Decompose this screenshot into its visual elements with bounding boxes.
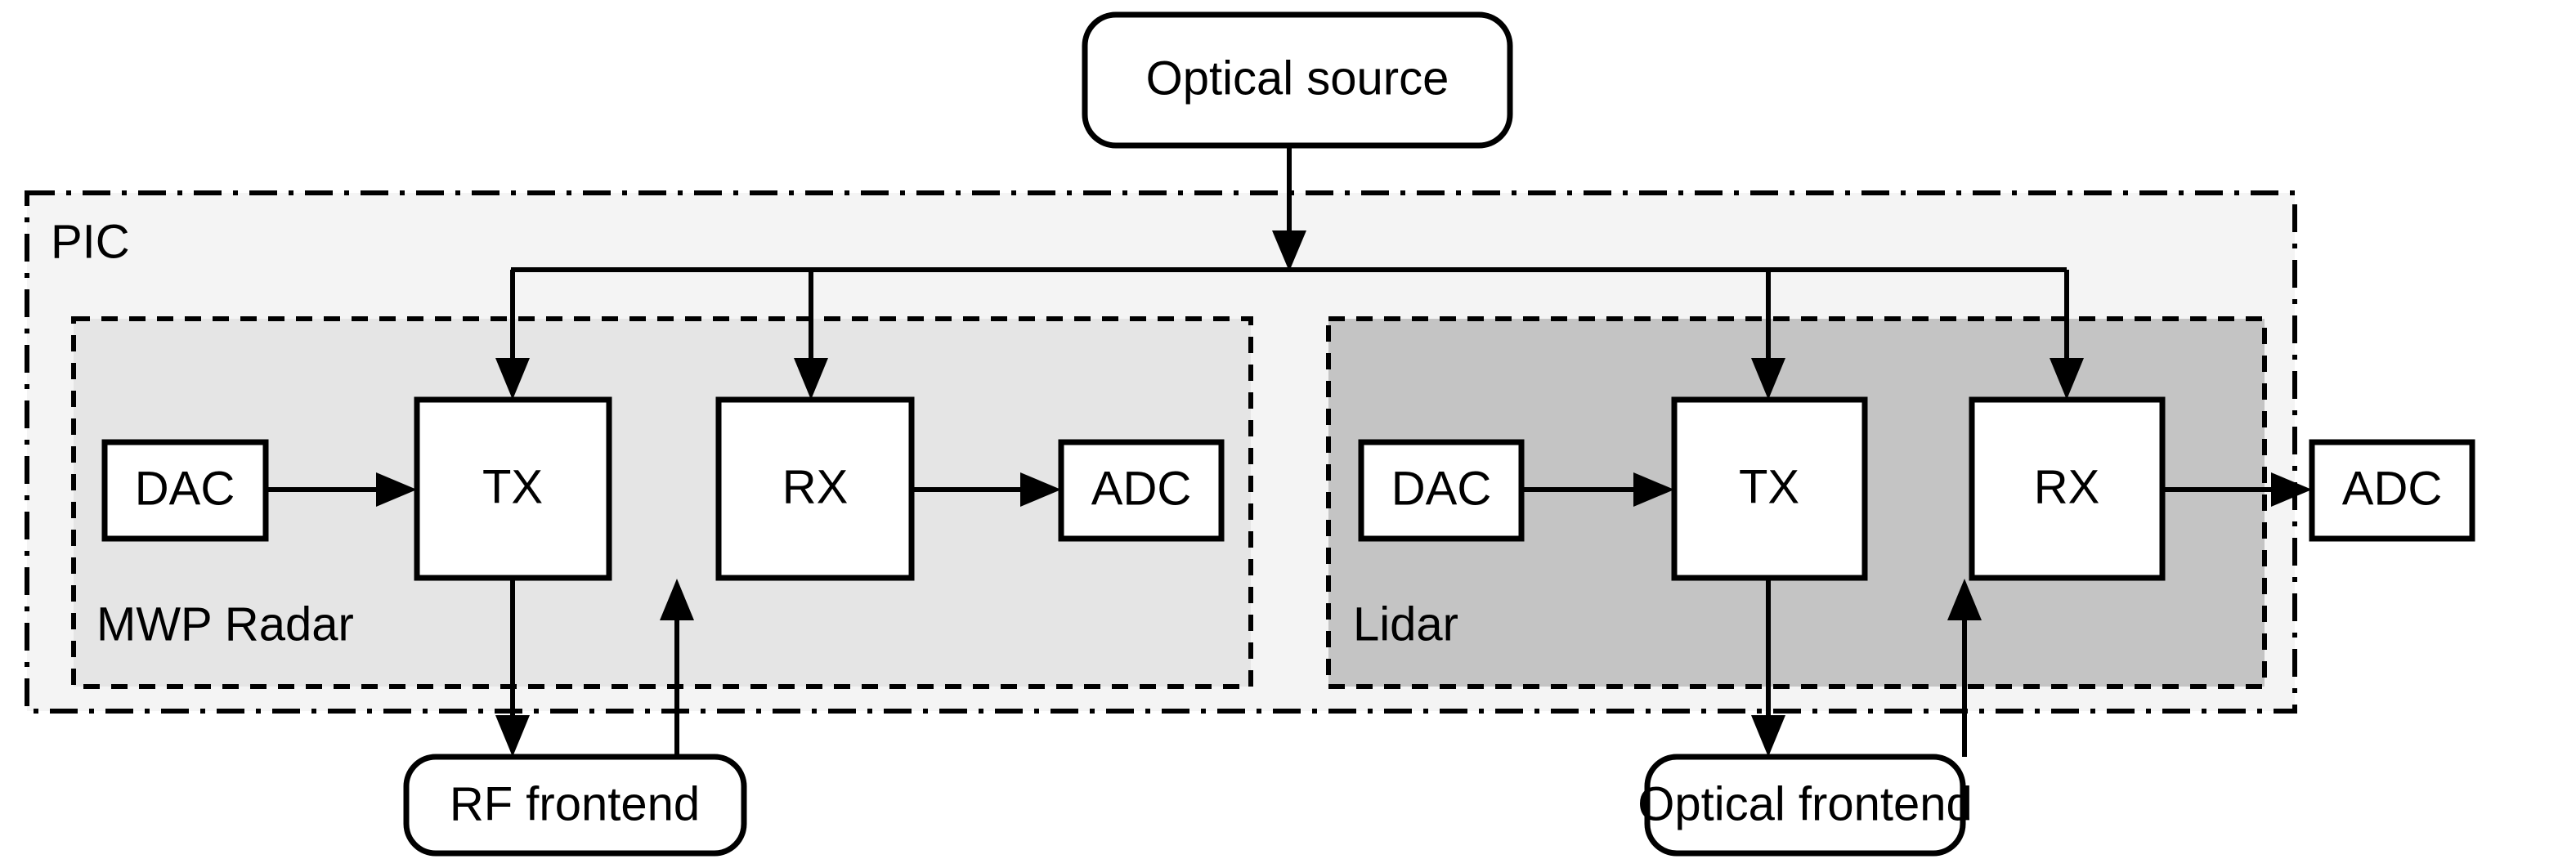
mwp-dac-box[interactable] — [101, 439, 269, 542]
arrowhead-down-icon — [2050, 358, 2084, 400]
mwp-radar-group: MWP Radar — [71, 316, 1253, 689]
wire-lidar-tx-to-optical-frontend — [1751, 578, 1785, 757]
wire-lidar-dac-to-tx — [1521, 472, 1674, 507]
arrowhead-right-icon — [1633, 472, 1674, 507]
optical-source-label: Optical source — [1146, 51, 1449, 105]
lidar-tx-node[interactable]: TX — [1671, 396, 1868, 581]
arrowhead-down-icon — [1751, 715, 1785, 757]
arrowhead-right-icon — [2271, 472, 2312, 507]
distribution-bus — [495, 267, 2084, 400]
lidar-rx-box[interactable] — [1969, 396, 2166, 581]
mwp-rx-node[interactable]: RX — [715, 396, 915, 581]
lidar-tx-box[interactable] — [1671, 396, 1868, 581]
wire-optical-frontend-to-lidar-rx — [1947, 579, 1982, 757]
mwp-radar-border — [71, 316, 1253, 689]
mwp-tx-label: TX — [482, 460, 543, 513]
mwp-dac-label: DAC — [135, 462, 235, 515]
lidar-dac-node[interactable]: DAC — [1358, 439, 1525, 542]
wire-rf-frontend-to-mwp-rx — [660, 579, 694, 757]
lidar-adc-label: ADC — [2342, 462, 2442, 515]
mwp-radar-label: MWP Radar — [96, 597, 354, 651]
optical-frontend-box[interactable] — [1644, 754, 1966, 857]
mwp-rx-box[interactable] — [715, 396, 915, 581]
arrowhead-down-icon — [794, 358, 828, 400]
lidar-label: Lidar — [1353, 597, 1458, 651]
arrowhead-up-icon — [1947, 579, 1982, 620]
lidar-dac-label: DAC — [1391, 462, 1491, 515]
lidar-adc-box[interactable] — [2309, 439, 2475, 542]
mwp-rx-label: RX — [782, 460, 849, 513]
lidar-adc-node[interactable]: ADC — [2309, 439, 2475, 542]
lidar-rx-node[interactable]: RX — [1969, 396, 2166, 581]
mwp-dac-node[interactable]: DAC — [101, 439, 269, 542]
rf-frontend-node[interactable]: RF frontend — [403, 754, 747, 857]
mwp-adc-label: ADC — [1091, 462, 1191, 515]
arrowhead-up-icon — [660, 579, 694, 620]
optical-source-box[interactable] — [1082, 11, 1513, 149]
lidar-rx-label: RX — [2034, 460, 2100, 513]
arrowhead-down-icon — [1751, 358, 1785, 400]
wire-lidar-rx-to-adc — [2162, 472, 2312, 507]
lidar-dac-box[interactable] — [1358, 439, 1525, 542]
mwp-tx-box[interactable] — [414, 396, 612, 581]
optical-source-node[interactable]: Optical source — [1082, 11, 1513, 149]
arrowhead-right-icon — [1020, 472, 1061, 507]
wire-mwp-dac-to-tx — [266, 472, 417, 507]
mwp-tx-node[interactable]: TX — [414, 396, 612, 581]
optical-frontend-node[interactable]: Optical frontend — [1637, 754, 1973, 857]
rf-frontend-box[interactable] — [403, 754, 747, 857]
arrowhead-right-icon — [376, 472, 417, 507]
mwp-adc-box[interactable] — [1058, 439, 1225, 542]
arrowhead-down-icon — [495, 358, 530, 400]
mwp-adc-node[interactable]: ADC — [1058, 439, 1225, 542]
rf-frontend-label: RF frontend — [450, 777, 700, 830]
arrowhead-down-icon — [495, 715, 530, 757]
pic-label: PIC — [51, 215, 130, 268]
optical-frontend-label: Optical frontend — [1637, 777, 1972, 830]
wire-source-to-bus — [1272, 145, 1306, 271]
wire-mwp-tx-to-rf-frontend — [495, 578, 530, 757]
lidar-tx-label: TX — [1739, 460, 1799, 513]
arrowhead-down-icon — [1272, 230, 1306, 271]
wire-mwp-rx-to-adc — [912, 472, 1061, 507]
